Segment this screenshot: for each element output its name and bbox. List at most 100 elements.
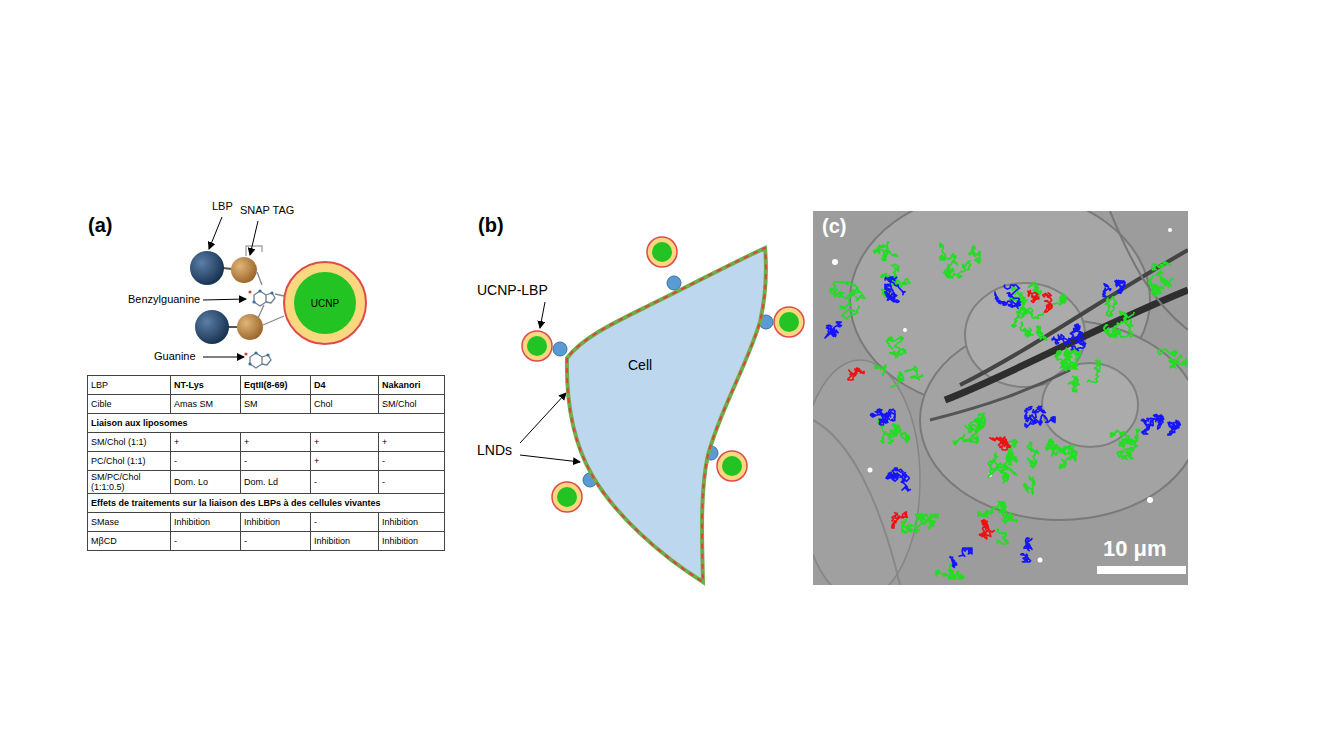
cell-text: - (244, 456, 247, 466)
cell-text: EqtII(8-69) (244, 380, 288, 390)
table-row: LBP NT-Lys EqtII(8-69) D4 Nakanori (88, 376, 445, 395)
cell-text: MβCD (91, 536, 117, 546)
particle-track (957, 571, 965, 579)
particle-track (838, 289, 855, 308)
micrograph (813, 211, 1188, 585)
table-cell: SM (241, 395, 311, 414)
part-label: SNAP TAG (240, 204, 294, 217)
particle-track (953, 434, 973, 445)
particle-track (901, 432, 910, 443)
particle-track (1169, 355, 1182, 367)
particle-track (1068, 376, 1079, 392)
particle-track (1103, 284, 1111, 297)
particle-track (890, 349, 906, 359)
cell-text: - (382, 456, 385, 466)
particle-track (959, 548, 972, 557)
particle-track (1025, 406, 1046, 427)
particle-track (1142, 420, 1153, 434)
cell-text: Nakanori (382, 380, 421, 390)
part-label: Guanine (154, 350, 196, 363)
particle-track (882, 253, 887, 260)
cell-text: - (244, 536, 247, 546)
cell-text: NT-Lys (174, 380, 204, 390)
particle-track (1119, 311, 1132, 327)
particle-track (1020, 322, 1033, 337)
particle-track (940, 243, 954, 260)
table-cell: Nakanori (379, 376, 445, 395)
cell-outline: Cell (555, 240, 780, 590)
particle-track (1105, 297, 1116, 317)
cell-text: D4 (314, 380, 326, 390)
table-cell: - (171, 532, 241, 551)
cell-text: SM/PC/Chol (1:1:0.5) (91, 472, 141, 492)
particle-track (1157, 270, 1166, 282)
lbp-construct (190, 246, 284, 368)
table-cell: Amas SM (171, 395, 241, 414)
cell-text: Inhibition (244, 517, 280, 527)
particle-track (969, 246, 980, 264)
panel-letter: (c) (822, 215, 846, 238)
panel-letter: (a) (88, 214, 112, 237)
table-cell: Inhibition (241, 513, 311, 532)
particle-track (1152, 262, 1171, 270)
particle-track (1055, 351, 1063, 364)
particle-track (870, 411, 895, 419)
cell-text: LBP (91, 380, 108, 390)
particle-track (1115, 281, 1122, 287)
table-cell: - (379, 452, 445, 471)
table-cell: LBP (88, 376, 171, 395)
particle-track (978, 510, 991, 517)
particle-track (989, 501, 1007, 516)
ucnp-circle: UCNP (282, 260, 368, 346)
cell-text: Inhibition (174, 517, 210, 527)
table-cell: Inhibition (171, 513, 241, 532)
table-cell: EqtII(8-69) (241, 376, 311, 395)
particle-track (918, 514, 935, 529)
particle-track (996, 453, 1018, 475)
table-cell: D4 (311, 376, 379, 395)
table-cell: Cible (88, 395, 171, 414)
cell-text: + (244, 437, 249, 447)
particle-track (830, 326, 838, 336)
cell-text: + (174, 437, 179, 447)
particle-track (1154, 415, 1164, 422)
particle-track (904, 366, 923, 380)
cell-text: Inhibition (382, 536, 418, 546)
particle-track (890, 372, 903, 387)
particle-track (999, 437, 1011, 450)
cell-text: + (314, 437, 319, 447)
cell-text: - (382, 477, 385, 487)
table-cell: Chol (311, 395, 379, 414)
particle-track (965, 419, 985, 433)
table-row: Liaison aux liposomes (88, 414, 445, 433)
particle-track (915, 514, 938, 530)
table-cell: - (241, 532, 311, 551)
cell-text: - (174, 536, 177, 546)
cell-text: Dom. Lo (174, 477, 208, 487)
table-cell: Inhibition (379, 513, 445, 532)
particle-track (1153, 285, 1163, 295)
particle-track (902, 519, 913, 533)
table-cell: - (311, 513, 379, 532)
particle-track (1023, 538, 1032, 551)
cell-text: Amas SM (174, 399, 213, 409)
panel-letter: (b) (478, 214, 504, 237)
scale-label: 10 μm (1103, 536, 1167, 561)
cell-text: Effets de traitements sur la liaison des… (91, 498, 381, 508)
table-cell: + (379, 433, 445, 452)
particle-track (1172, 359, 1186, 369)
table-cell: PC/Chol (1:1) (88, 452, 171, 471)
particle-track (988, 453, 999, 477)
particle-track (886, 468, 903, 481)
cell-text: Cible (91, 399, 112, 409)
cell-text: - (314, 477, 317, 487)
particle-track (1035, 415, 1055, 425)
particle-track (1037, 326, 1047, 340)
particle-track (1051, 293, 1067, 304)
cell-text: Chol (314, 399, 333, 409)
table-cell: + (241, 433, 311, 452)
particle-track (936, 570, 947, 576)
table-cell: SM/PC/Chol (1:1:0.5) (88, 471, 171, 494)
node-text: Cell (628, 357, 652, 373)
particle-track (1028, 290, 1039, 302)
